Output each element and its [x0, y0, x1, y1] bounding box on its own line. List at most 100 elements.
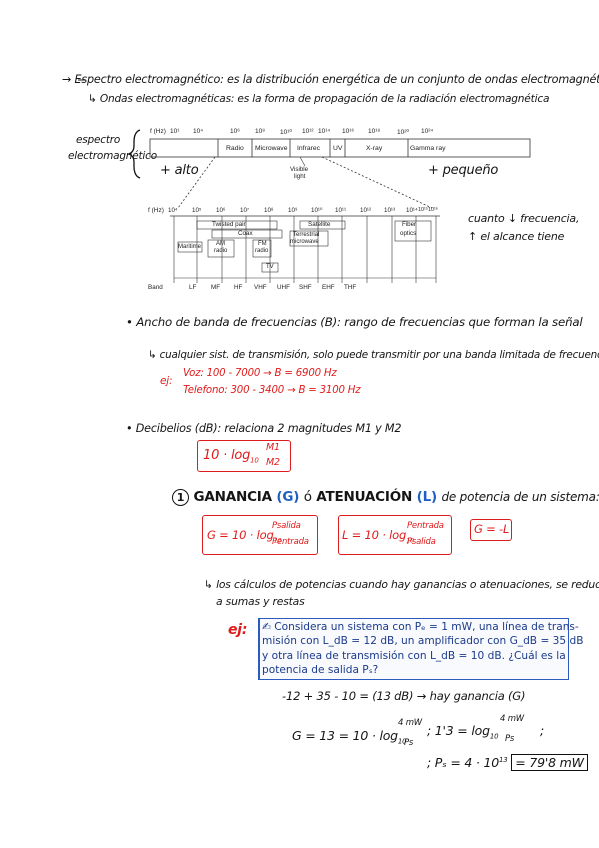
formula-g-prefix: G = 10 · log	[207, 528, 274, 542]
band-axis-label: Band	[148, 284, 163, 291]
atenuacion-word: ATENUACIÓN	[316, 489, 413, 505]
calc-g-sub: 10	[397, 737, 407, 746]
question-line-1: ✍ Considera un sistema con Pₑ = 1 mW, un…	[262, 621, 579, 633]
band-thf: THF	[344, 284, 357, 291]
ganancia-number: 1	[172, 489, 189, 506]
ganancia-word: GANANCIA	[193, 489, 273, 505]
top-axis-label: f (Hz)	[150, 128, 166, 135]
media-am: AM	[216, 241, 225, 247]
note-cuanto-frecuencia: cuanto ↓ frecuencia,	[468, 212, 580, 225]
note-ancho-banda: • Ancho de banda de frecuencias (B): ran…	[126, 315, 583, 329]
question-text: ✍ Considera un sistema con Pₑ = 1 mW, un…	[262, 620, 584, 678]
calc-ps-exp: 13	[499, 755, 508, 764]
bottom-axis-label: f (Hz)	[148, 207, 164, 214]
formula-g-den: Pentrada	[272, 537, 309, 547]
formula-l-num: Pentrada	[407, 521, 444, 531]
top-tick-3: 10⁶	[230, 128, 240, 135]
media-maritime: Maritime	[178, 244, 202, 250]
question-line-3: y otra línea de transmisión con L_dB = 1…	[262, 649, 566, 662]
question-line-4: potencia de salida Pₛ?	[262, 664, 379, 677]
note-cualquier-sistema: ↳ cualquier sist. de transmisión, solo p…	[148, 349, 599, 361]
media-optics: optics	[400, 230, 417, 237]
media-terrestrial: Terrestrial	[293, 232, 320, 238]
note-ondas-definition: ↳ Ondas electromagnéticas: es la forma d…	[88, 93, 550, 105]
calc-g-den: Ps	[404, 738, 414, 748]
band-radio: Radio	[226, 145, 244, 152]
calc-log-den: Ps	[505, 734, 515, 744]
formula-g-sub: 10	[273, 536, 282, 545]
example-voz: Voz: 100 - 7000 → B = 6900 Hz	[183, 368, 337, 379]
top-tick-11: 10²⁴	[421, 128, 434, 135]
formula-db-den: M2	[266, 457, 280, 468]
ganancia-rest: de potencia de un sistema:	[441, 490, 599, 504]
ganancia-heading: 1 GANANCIA (G) ó ATENUACIÓN (L) de poten…	[172, 489, 599, 506]
top-tick-10: 10²⁰	[397, 129, 410, 136]
calc-g-prefix: G = 13 = 10 · log	[292, 728, 398, 743]
band-uhf: UHF	[277, 284, 290, 291]
formula-l-den: Psalida	[407, 537, 436, 547]
formula-db-box	[197, 440, 291, 472]
visible-light-2: light	[294, 173, 306, 180]
ganancia-o: ó	[303, 489, 312, 505]
bottom-tick-4: 10⁷	[240, 207, 250, 214]
media-coax: Coax	[238, 230, 253, 237]
calc-log-num: 4 mW	[500, 714, 524, 724]
bottom-tick-13: 10¹⁶	[428, 207, 439, 213]
bottom-tick-2: 10⁵	[192, 207, 202, 214]
calc-end: ;	[540, 723, 545, 738]
band-lf: LF	[189, 284, 197, 291]
question-box	[258, 618, 569, 680]
ganancia-g: (G)	[276, 489, 300, 505]
formula-l: L = 10 · log10	[342, 528, 414, 544]
label-pequeno: + pequeño	[428, 163, 499, 178]
calc-ps: ; Pₛ = 4 · 10	[427, 755, 499, 770]
formula-db-prefix: 10 · log	[203, 448, 251, 463]
band-gamma: Gamma ray	[410, 145, 446, 152]
top-tick-9: 10¹⁸	[368, 128, 381, 135]
bottom-tick-1: 10⁴	[168, 207, 178, 214]
top-tick-7: 10¹⁴	[318, 128, 331, 135]
band-infrared: Infrarec	[297, 145, 321, 152]
bottom-tick-3: 10⁶	[216, 207, 226, 214]
visible-light-1: Visible	[290, 166, 309, 173]
formula-g-num: Psalida	[272, 521, 301, 531]
bottom-tick-11: 10¹⁴	[406, 207, 418, 214]
calc-line-2a: G = 13 = 10 · log10	[292, 728, 407, 746]
note-decibelios: • Decibelios (dB): relaciona 2 magnitude…	[126, 422, 402, 435]
top-tick-2: 10⁴	[193, 128, 204, 135]
bottom-tick-6: 10⁹	[288, 207, 298, 214]
example2-label: ej:	[228, 622, 248, 638]
top-tick-8: 10¹⁶	[342, 128, 355, 135]
media-microwave: microwave	[290, 239, 319, 245]
media-tv: TV	[266, 264, 274, 270]
question-line-2: misión con L_dB = 12 dB, un amplificador…	[262, 635, 584, 648]
formula-db-num: M1	[266, 442, 280, 453]
top-tick-4: 10⁸	[255, 128, 265, 135]
band-uv: UV	[333, 145, 343, 152]
formula-l-sub: 10	[406, 536, 414, 545]
bottom-tick-7: 10¹⁰	[311, 207, 323, 214]
formula-g-box	[202, 515, 318, 555]
media-am-radio: radio	[214, 248, 228, 254]
formula-db-sub: 10	[250, 456, 259, 465]
calc-line-2b: ; 1'3 = log10	[427, 723, 499, 741]
band-xray: X-ray	[366, 145, 383, 152]
brace-icon	[127, 129, 141, 179]
calc-result: = 79'8 mW	[511, 754, 588, 771]
example-telefono: Telefono: 300 - 3400 → B = 3100 Hz	[183, 385, 361, 396]
media-fm-radio: radio	[255, 248, 269, 254]
media-twisted-pair: Twisted pair	[212, 221, 246, 228]
band-shf: SHF	[299, 284, 312, 291]
formula-gl-box	[470, 519, 512, 541]
band-hf: HF	[234, 284, 243, 291]
note-calculos: ↳ los cálculos de potencias cuando hay g…	[204, 578, 599, 591]
formula-g: G = 10 · log10	[207, 528, 282, 545]
label-electromagnetico: electromagnético	[68, 150, 157, 162]
bottom-tick-12: 10¹⁵	[418, 207, 429, 213]
band-microwave: Microwave	[255, 145, 288, 152]
calc-g-num: 4 mW	[398, 718, 422, 728]
note-espectro-definition: → Espectro electromagnético: es la distr…	[62, 73, 599, 86]
bottom-tick-9: 10¹²	[360, 207, 372, 214]
calc-log-prefix: ; 1'3 = log	[427, 723, 490, 738]
